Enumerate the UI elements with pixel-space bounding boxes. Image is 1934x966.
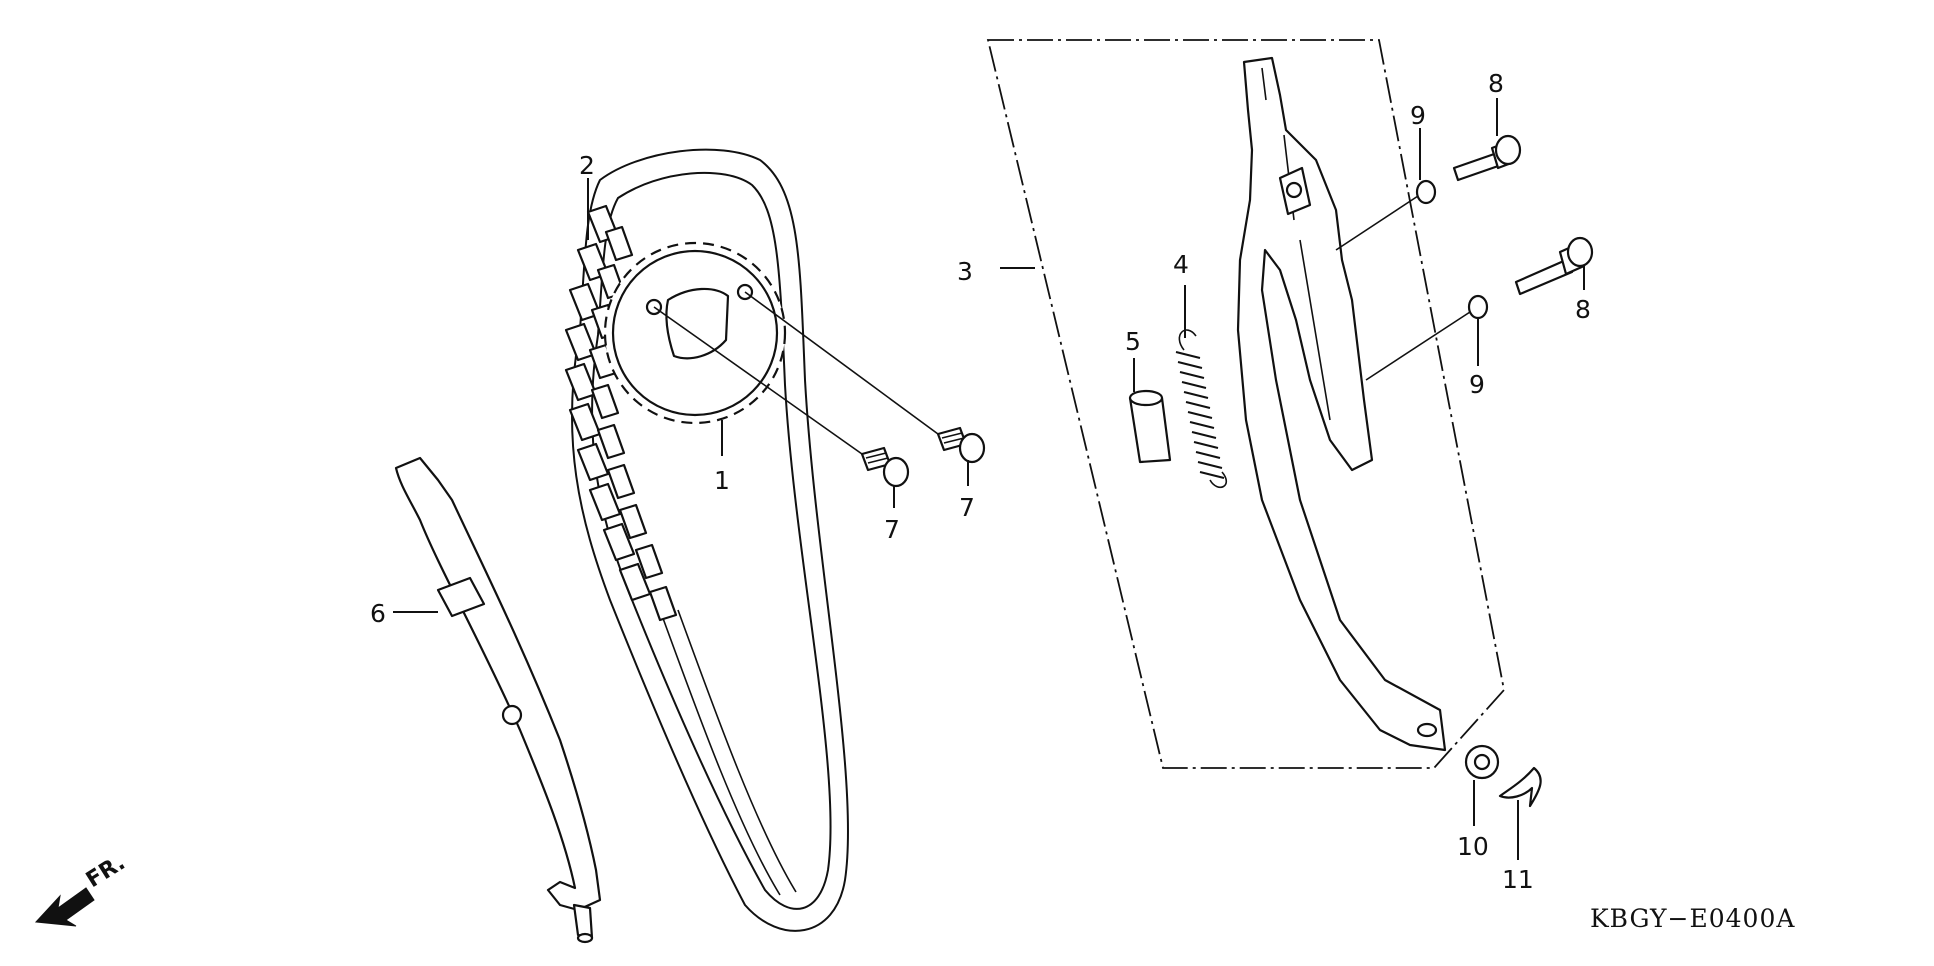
leader-upper-bolt <box>1335 195 1419 251</box>
front-direction-label: FR. <box>82 850 130 893</box>
callout-5: 5 <box>1125 327 1141 356</box>
arm-bolt-lower <box>1514 236 1594 296</box>
callout-1: 1 <box>714 466 730 495</box>
leader-bolt-b <box>744 291 939 435</box>
callout-10: 10 <box>1457 832 1489 861</box>
leader-bolt-a <box>653 306 863 455</box>
washer-upper <box>1415 179 1437 205</box>
callout-2: 2 <box>579 151 595 180</box>
callout-4: 4 <box>1173 250 1189 279</box>
arm-bolt-upper <box>1452 134 1522 182</box>
cam-sprocket <box>603 241 787 425</box>
diagram-code: KBGY−E0400A <box>1590 904 1795 933</box>
clip-11 <box>1498 766 1542 808</box>
washer-lower <box>1467 294 1489 320</box>
leader-lower-bolt <box>1365 311 1471 381</box>
sprocket-bolt-b <box>936 426 986 464</box>
callout-9-upper: 9 <box>1410 101 1426 130</box>
callout-7-left: 7 <box>884 515 900 544</box>
callout-8-lower: 8 <box>1575 295 1591 324</box>
front-direction-arrow: FR. <box>34 850 130 927</box>
washer-10 <box>1464 744 1500 780</box>
cam-chain-guide <box>394 456 602 944</box>
tensioner-set-boundary <box>986 39 1505 769</box>
callout-8-upper: 8 <box>1488 69 1504 98</box>
leader-lines <box>393 98 1585 860</box>
callout-7-right: 7 <box>959 493 975 522</box>
callout-11: 11 <box>1502 865 1534 894</box>
tensioner-spring <box>1175 329 1228 489</box>
collar <box>1128 389 1172 464</box>
sprocket-bolt-a <box>860 446 910 488</box>
callout-9-lower: 9 <box>1469 370 1485 399</box>
callout-6: 6 <box>370 599 386 628</box>
tensioner-arm <box>1236 56 1447 752</box>
callout-3: 3 <box>957 257 973 286</box>
